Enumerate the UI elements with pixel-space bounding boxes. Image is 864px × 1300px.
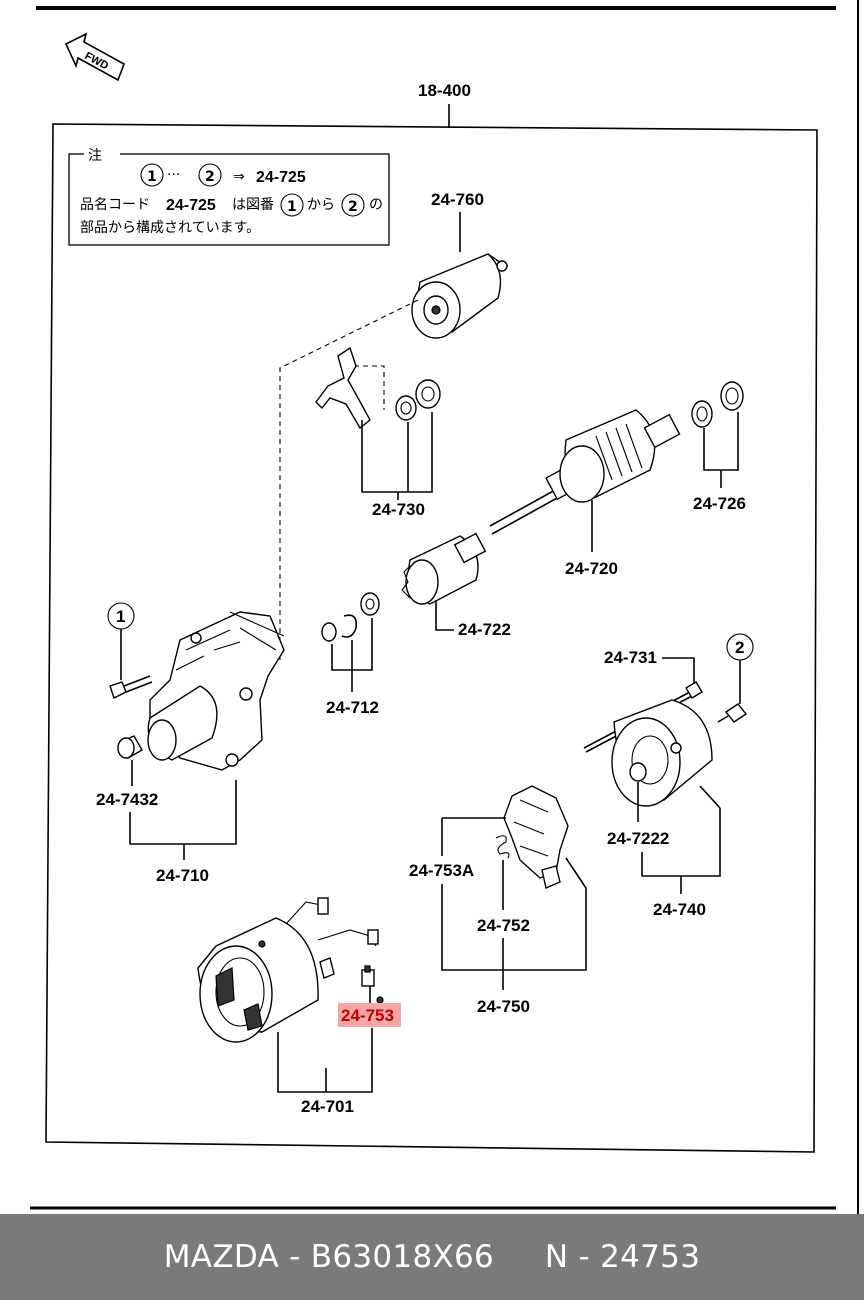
callout-1-number: 1	[116, 607, 125, 626]
note-circle-1: 1	[147, 169, 157, 185]
note-circle-3: 1	[287, 199, 297, 215]
note-dots: ···	[167, 167, 180, 183]
screw-2	[717, 703, 748, 723]
note-suffix: の	[369, 197, 383, 213]
label-24-7222: 24-7222	[607, 829, 669, 848]
label-24-760: 24-760	[431, 190, 484, 209]
label-24-701: 24-701	[301, 1097, 354, 1116]
note-from: から	[307, 197, 335, 213]
label-24-722: 24-722	[458, 620, 511, 639]
label-24-753A: 24-753A	[409, 861, 474, 880]
label-24-740: 24-740	[653, 900, 706, 919]
label-24-750: 24-750	[477, 997, 530, 1016]
brush-24-753	[361, 965, 375, 987]
note-circle-4: 2	[348, 199, 358, 215]
spring-24-752	[495, 835, 510, 859]
note-title: 注	[88, 148, 102, 164]
note-box: 注 1 ··· 2 ⇒ 24-725 品名コード 24-725 は図番 1 から…	[68, 142, 390, 246]
note-prefix: 品名コード	[80, 197, 150, 213]
label-24-753: 24-753	[341, 1006, 394, 1025]
assembly-frame	[45, 123, 818, 1153]
housing-24-710	[147, 611, 285, 771]
label-24-730: 24-730	[372, 500, 425, 519]
callout-2-number: 2	[735, 638, 744, 657]
label-24-7432: 24-7432	[96, 790, 158, 809]
clips-24-712	[321, 592, 380, 642]
bolt-1	[109, 675, 153, 699]
bushing-24-7432	[117, 735, 143, 759]
note-circle-2: 2	[205, 169, 215, 185]
armature-24-720	[489, 409, 681, 535]
label-24-726: 24-726	[693, 494, 746, 513]
footer-part-info: MAZDA - B63018X66 N - 24753	[163, 1239, 701, 1275]
washers-24-726	[691, 381, 744, 428]
note-line3: 部品から構成されています。	[80, 220, 260, 236]
label-24-752: 24-752	[477, 916, 530, 935]
yoke-24-701	[197, 897, 384, 1043]
footer-bar: MAZDA - B63018X66 N - 24753	[0, 1214, 864, 1300]
solenoid-24-760	[411, 253, 509, 339]
note-code-2: 24-725	[166, 197, 216, 214]
note-arrow: ⇒	[233, 169, 245, 185]
exploded-parts-diagram: FWD 18-400 注 1 ··· 2 ⇒ 24-725 品名コード 24-7…	[30, 0, 859, 1214]
pinion-24-722	[401, 532, 487, 605]
label-24-710: 24-710	[156, 866, 209, 885]
fwd-arrow-icon: FWD	[64, 32, 125, 82]
lever-set-24-730	[315, 346, 441, 430]
assembly-label: 18-400	[418, 81, 471, 100]
end-cover-24-740	[611, 699, 713, 807]
note-code-1: 24-725	[256, 169, 306, 186]
label-24-731: 24-731	[604, 648, 657, 667]
label-24-720: 24-720	[565, 559, 618, 578]
highlight-24-753	[338, 1003, 401, 1027]
brush-holder-24-750	[503, 785, 569, 889]
label-24-712: 24-712	[326, 698, 379, 717]
note-mid: は図番	[232, 197, 274, 213]
